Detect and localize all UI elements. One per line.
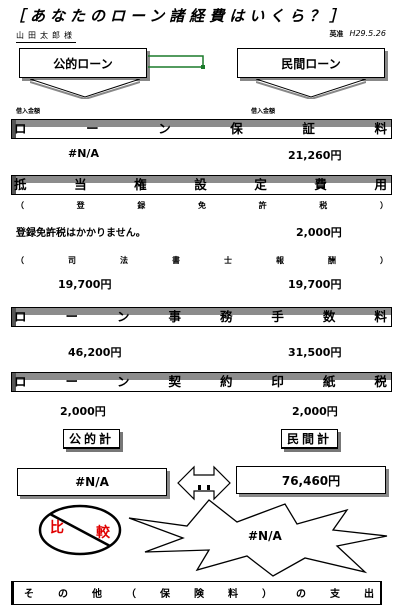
- guarantee-fee-char: ン: [158, 121, 171, 136]
- borrow-amount-label-public: 借入金額: [16, 108, 41, 115]
- arrow-down-icon: [256, 79, 366, 99]
- scrivener-fee-char: 酬: [328, 256, 336, 265]
- scrivener-private-value: 19,700円: [288, 278, 342, 291]
- office-fee-bar: ローン事務手数料: [11, 307, 392, 327]
- private-loan-header: 民間ローン: [237, 48, 385, 78]
- mortgage-setup-char: 定: [254, 177, 267, 192]
- compare-prohibit-icon: [38, 504, 122, 556]
- scrivener-fee-heading: （ 司 法 書 士 報 酬 ）: [16, 255, 388, 266]
- other-expenses-char: 他: [92, 589, 102, 600]
- office-fee-char: 手: [271, 309, 284, 324]
- scrivener-fee-char: （: [16, 256, 24, 265]
- stamp-duty-char: ー: [65, 374, 78, 389]
- office-fee-char: ン: [116, 309, 130, 324]
- office-fee-char: 務: [219, 309, 233, 324]
- registration-note: 登録免許税はかかりません。: [16, 228, 146, 239]
- other-expenses-bar: そ の 他 （ 保 険 料 ） の 支 出: [11, 581, 382, 605]
- other-expenses-char: 支: [330, 589, 340, 600]
- scrivener-fee-char: ）: [380, 256, 388, 265]
- guarantee-fee-char: ー: [86, 121, 99, 136]
- stamp-duty-char: 約: [219, 374, 233, 389]
- public-total-label: 公的計: [63, 429, 121, 449]
- scrivener-public-value: 19,700円: [58, 278, 112, 291]
- stamp-duty-char: 税: [374, 374, 387, 389]
- other-expenses-char: ）: [262, 589, 272, 600]
- starburst-result: [128, 499, 388, 577]
- scrivener-fee-char: 法: [120, 256, 128, 265]
- scrivener-fee-char: 司: [68, 256, 76, 265]
- office-fee-char: 数: [322, 309, 336, 324]
- other-expenses-char: の: [58, 589, 68, 600]
- mortgage-setup-char: 費: [314, 177, 327, 192]
- mortgage-setup-char: 用: [374, 177, 387, 192]
- stamp-text: 英准: [329, 30, 344, 38]
- registration-tax-char: 登: [76, 201, 85, 210]
- registration-tax-char: 免: [197, 201, 206, 210]
- private-total-label: 民間計: [281, 429, 339, 449]
- guarantee-fee-bar: ローン保証料: [11, 119, 392, 139]
- connector-line: [148, 55, 205, 69]
- compare-label-left: 比: [50, 520, 64, 536]
- scrivener-fee-char: 書: [172, 256, 180, 265]
- mortgage-setup-char: 設: [194, 177, 207, 192]
- compare-label-right: 較: [96, 525, 110, 541]
- stamp-duty-public-value: 2,000円: [60, 405, 106, 418]
- stamp-duty-char: ン: [116, 374, 130, 389]
- office-fee-public-value: 46,200円: [68, 346, 122, 359]
- guarantee-public-value: #N/A: [68, 147, 99, 160]
- guarantee-fee-char: ロ: [14, 121, 27, 136]
- office-fee-private-value: 31,500円: [288, 346, 342, 359]
- page-title: ［あなたのローン諸経費はいくら？］: [10, 7, 350, 25]
- office-fee-char: 事: [168, 309, 181, 324]
- guarantee-fee-char: 証: [302, 121, 315, 136]
- mortgage-setup-bar: 抵当権設定費用: [11, 175, 392, 195]
- stamp-duty-char: 紙: [322, 374, 336, 389]
- other-expenses-char: の: [296, 589, 306, 600]
- public-loan-header: 公的ローン: [19, 48, 147, 78]
- private-total-value: 76,460円: [236, 466, 386, 494]
- compare-result-value: #N/A: [248, 529, 282, 543]
- registration-tax-heading: （ 登 録 免 許 税 ）: [16, 200, 388, 211]
- stamp-duty-private-value: 2,000円: [292, 405, 338, 418]
- registration-tax-char: （: [16, 201, 24, 210]
- other-expenses-char: 出: [364, 589, 374, 600]
- scrivener-fee-char: 士: [224, 256, 232, 265]
- scrivener-fee-char: 報: [276, 256, 284, 265]
- other-expenses-char: 険: [194, 589, 204, 600]
- arrow-down-icon: [30, 79, 140, 99]
- registration-tax-char: 録: [137, 201, 146, 210]
- compare-arrows-icon: [177, 465, 231, 501]
- registration-tax-char: ）: [379, 201, 388, 210]
- date-line: 英准 H29.5.26: [329, 29, 386, 39]
- office-fee-char: ロ: [14, 309, 27, 324]
- office-fee-char: 料: [374, 309, 387, 324]
- stamp-duty-char: 契: [168, 374, 181, 389]
- mortgage-setup-char: 抵: [14, 177, 27, 192]
- borrow-amount-label-private: 借入金額: [251, 108, 276, 115]
- other-expenses-char: （: [126, 589, 136, 600]
- stamp-duty-bar: ローン契約印紙税: [11, 372, 392, 392]
- mortgage-setup-char: 権: [134, 177, 147, 192]
- mortgage-setup-char: 当: [74, 177, 87, 192]
- guarantee-private-value: 21,260円: [288, 149, 342, 162]
- stamp-duty-char: 印: [271, 374, 284, 389]
- guarantee-fee-char: 料: [374, 121, 387, 136]
- other-expenses-char: 保: [160, 589, 170, 600]
- date: H29.5.26: [349, 29, 386, 38]
- office-fee-char: ー: [65, 309, 78, 324]
- other-expenses-char: そ: [24, 589, 34, 600]
- registration-private-value: 2,000円: [296, 226, 342, 239]
- registration-tax-char: 税: [319, 201, 328, 210]
- guarantee-fee-char: 保: [230, 121, 243, 136]
- stamp-duty-char: ロ: [14, 374, 27, 389]
- public-total-value: #N/A: [17, 468, 167, 496]
- registration-tax-char: 許: [258, 201, 267, 210]
- other-expenses-char: 料: [228, 589, 238, 600]
- customer-name: 山田太郎様: [16, 30, 76, 43]
